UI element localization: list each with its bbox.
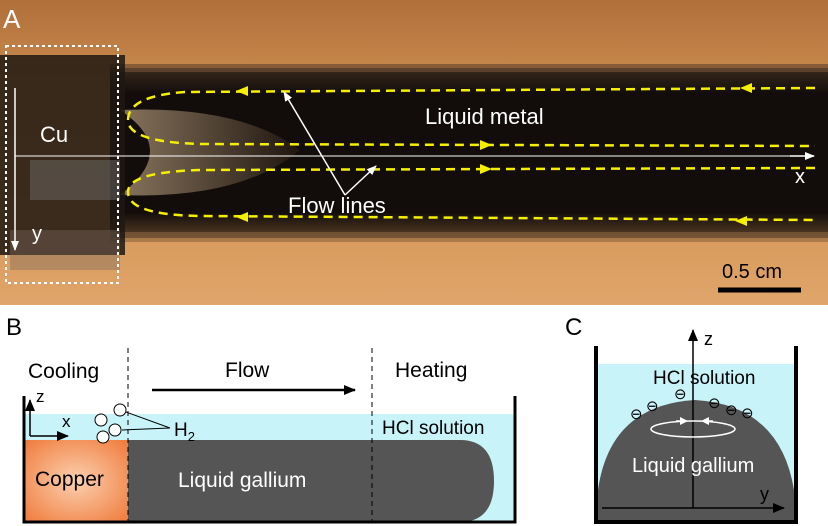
copper-texture-lower (10, 230, 120, 270)
channel-wall-top (110, 64, 828, 72)
ion-symbol: ⊖ (708, 395, 721, 412)
pointer-arrow-lower (344, 165, 377, 196)
pointer-arrow-upper (283, 91, 346, 196)
flow-lines-label: Flow lines (288, 193, 386, 218)
circulation-loop (650, 420, 736, 438)
copper-label: Copper (35, 468, 104, 491)
panel-c: ⊖ ⊖ ⊖ ⊖ ⊖ ⊖ C z y HCl solution Liquid ga… (565, 314, 798, 524)
ion-symbol: ⊖ (630, 406, 643, 423)
y-axis-label-c: y (760, 484, 769, 504)
x-axis-label: x (795, 166, 805, 188)
flow-arrowhead (740, 83, 752, 93)
gallium-label-c: Liquid gallium (632, 455, 754, 477)
h2-label: H2 (174, 420, 195, 444)
h2-pointer (121, 427, 171, 431)
cu-label: Cu (40, 122, 68, 147)
flow-arrowhead (236, 86, 248, 96)
container-c (594, 346, 798, 524)
h2-pointer (125, 411, 171, 429)
liquid-gallium-body (128, 440, 494, 522)
copper-region (0, 55, 125, 255)
liquid-gallium-drop (598, 400, 794, 522)
hcl-label-c: HCl solution (653, 368, 755, 389)
flow-arrowhead (480, 164, 492, 174)
channel (110, 68, 828, 238)
z-axis-label-b: z (36, 387, 45, 406)
y-axis-label: y (32, 223, 42, 245)
h2-bubble (108, 423, 122, 437)
metal-tip (120, 109, 300, 196)
ion-symbol: ⊖ (725, 402, 738, 419)
panel-label-a: A (3, 4, 21, 34)
h2-bubble (96, 430, 110, 444)
z-axis-label-c: z (704, 329, 713, 349)
ion-symbol: ⊖ (646, 398, 659, 415)
flow-arrowhead (236, 212, 248, 222)
flow-arrowhead (735, 216, 747, 226)
ion-markers: ⊖ ⊖ ⊖ ⊖ ⊖ ⊖ (630, 386, 754, 423)
copper-texture (30, 160, 120, 200)
scale-bar-label: 0.5 cm (722, 261, 782, 283)
flow-line-upper (126, 86, 816, 148)
cooling-label: Cooling (28, 360, 99, 383)
flow-label: Flow (225, 359, 270, 382)
flow-line-lower (126, 166, 816, 222)
x-axis-label-b: x (62, 412, 71, 431)
panel-b: B Cooling Flow Heating z x H2 HCl soluti… (6, 314, 517, 524)
panel-a: A Cu Liquid metal Flow lines x y 0.5 cm (0, 0, 828, 305)
liquid-metal-label: Liquid metal (425, 104, 544, 129)
panel-label-b: B (6, 314, 22, 341)
hcl-label-b: HCl solution (382, 418, 484, 439)
channel-wall-bottom (110, 232, 828, 242)
ion-symbol: ⊖ (741, 405, 754, 422)
heating-label: Heating (395, 359, 467, 382)
h2-bubble (94, 413, 108, 427)
ion-symbol: ⊖ (674, 386, 687, 403)
container-b (22, 396, 517, 524)
h2-bubble (113, 403, 127, 417)
flow-arrowhead (480, 140, 492, 150)
circulation-arrowhead (701, 417, 709, 425)
cu-dashed-box (5, 45, 119, 284)
panel-label-c: C (565, 314, 582, 341)
copper-block (24, 440, 128, 522)
circulation-arrowhead (680, 417, 688, 425)
gallium-label-b: Liquid gallium (178, 469, 306, 492)
